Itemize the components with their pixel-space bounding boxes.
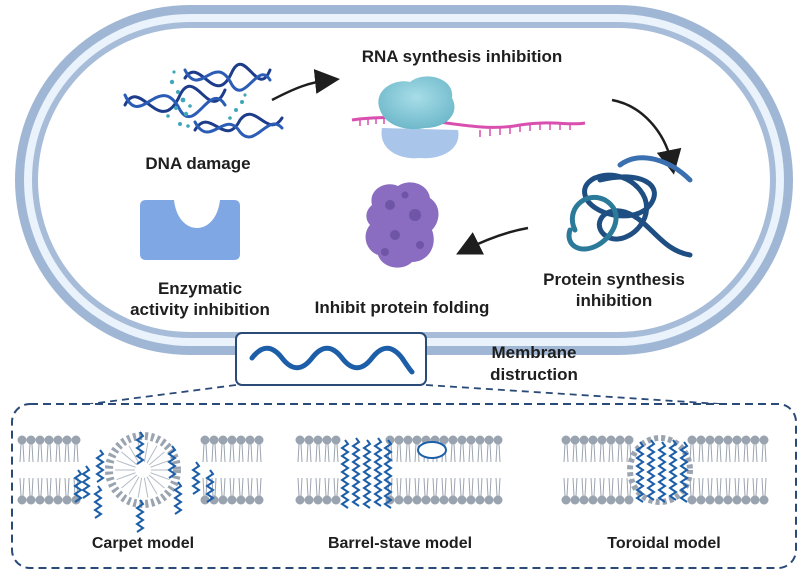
protein-synthesis-label-line2: inhibition — [576, 291, 652, 310]
folded-protein-icon — [365, 182, 439, 268]
enzyme-icon — [140, 200, 240, 260]
barrel-stave-model-label: Barrel-stave model — [328, 535, 472, 552]
arrow-dna-to-rna — [271, 69, 340, 102]
barrel-stave-model-illustration — [295, 435, 503, 509]
arrow-protein-to-folding — [456, 226, 529, 255]
carpet-model-illustration — [17, 431, 264, 533]
protein-synthesis-label-line1: Protein synthesis — [543, 270, 685, 289]
enzymatic-label-line2: activity inhibition — [130, 300, 270, 319]
membrane-peptide-box — [235, 332, 427, 386]
connector-right — [425, 384, 721, 405]
peptide-helix-icon — [249, 345, 415, 375]
membrane-label-line2: distruction — [490, 365, 578, 384]
toroidal-model-illustration — [561, 435, 769, 505]
ribosome-icon — [378, 76, 459, 159]
polypeptide-chain-icon — [566, 155, 693, 258]
rna-synthesis-label: RNA synthesis inhibition — [362, 47, 563, 66]
carpet-model-label: Carpet model — [92, 535, 194, 552]
membrane-models-panel — [11, 403, 797, 569]
dna-helix-icon — [123, 62, 284, 139]
membrane-label-line1: Membrane — [491, 343, 576, 362]
toroidal-model-label: Toroidal model — [607, 535, 720, 552]
inhibit-protein-folding-label: Inhibit protein folding — [315, 298, 490, 317]
dna-damage-label: DNA damage — [145, 154, 250, 173]
arrow-rna-to-protein — [611, 98, 682, 175]
enzymatic-label-line1: Enzymatic — [158, 279, 242, 298]
connector-left — [89, 384, 237, 405]
